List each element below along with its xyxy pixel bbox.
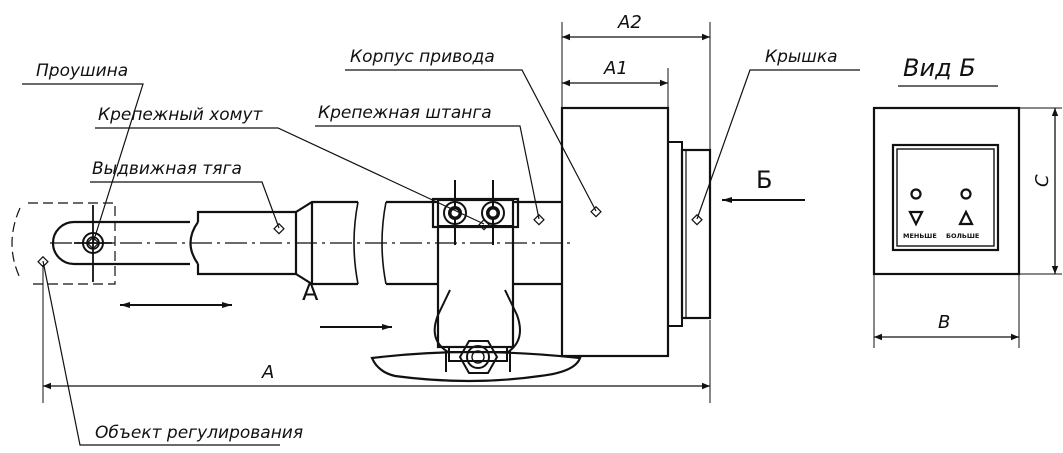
view-b-marker: Б: [756, 166, 772, 194]
cover-part: [680, 148, 712, 320]
dimension-a2: A2: [562, 12, 711, 150]
less-button-label: МЕНЬШЕ: [903, 232, 937, 240]
drive-housing-part: [560, 106, 683, 358]
dimension-a1: A1: [561, 22, 669, 108]
view-b: Вид Б МЕНЬШЕ БОЛЬШЕ B C: [872, 54, 1062, 348]
label-bar: Крепежная штанга: [318, 103, 492, 123]
leader-lines: [22, 69, 860, 446]
label-eyelet: Проушина: [36, 61, 128, 81]
less-indicator-icon: [910, 188, 922, 200]
label-object: Объект регулирования: [95, 423, 303, 443]
control-panel-inner: [896, 148, 995, 247]
view-a-marker: А: [302, 278, 319, 306]
control-panel-frame: [891, 143, 1000, 252]
label-cover: Крышка: [765, 47, 838, 67]
leader-dots: [37, 205, 703, 268]
label-housing: Корпус привода: [350, 47, 495, 67]
svg-text:A1: A1: [603, 58, 628, 79]
label-rod: Выдвижная тяга: [92, 159, 242, 179]
svg-text:A: A: [261, 362, 274, 383]
view-b-title: Вид Б: [903, 54, 976, 82]
clamp-support: [370, 289, 582, 383]
svg-text:B: B: [938, 312, 950, 333]
svg-text:A2: A2: [617, 12, 642, 33]
more-indicator-icon: [960, 188, 972, 200]
dimension-c: C: [1019, 107, 1062, 275]
dimension-b: B: [873, 274, 1020, 348]
dimension-a: A: [42, 265, 711, 403]
label-clamp: Крепежный хомут: [98, 105, 264, 125]
more-button-label: БОЛЬШЕ: [946, 232, 979, 240]
mounting-clamp-part: [431, 180, 520, 349]
mounting-bar-part: [513, 200, 562, 286]
cover-front-outline: [872, 106, 1021, 276]
less-triangle-icon[interactable]: [908, 210, 924, 227]
svg-text:C: C: [1032, 174, 1053, 187]
more-triangle-icon[interactable]: [958, 209, 974, 226]
main-view: А Б Проушина Крепежный хомут Выдвижная т…: [11, 12, 860, 446]
